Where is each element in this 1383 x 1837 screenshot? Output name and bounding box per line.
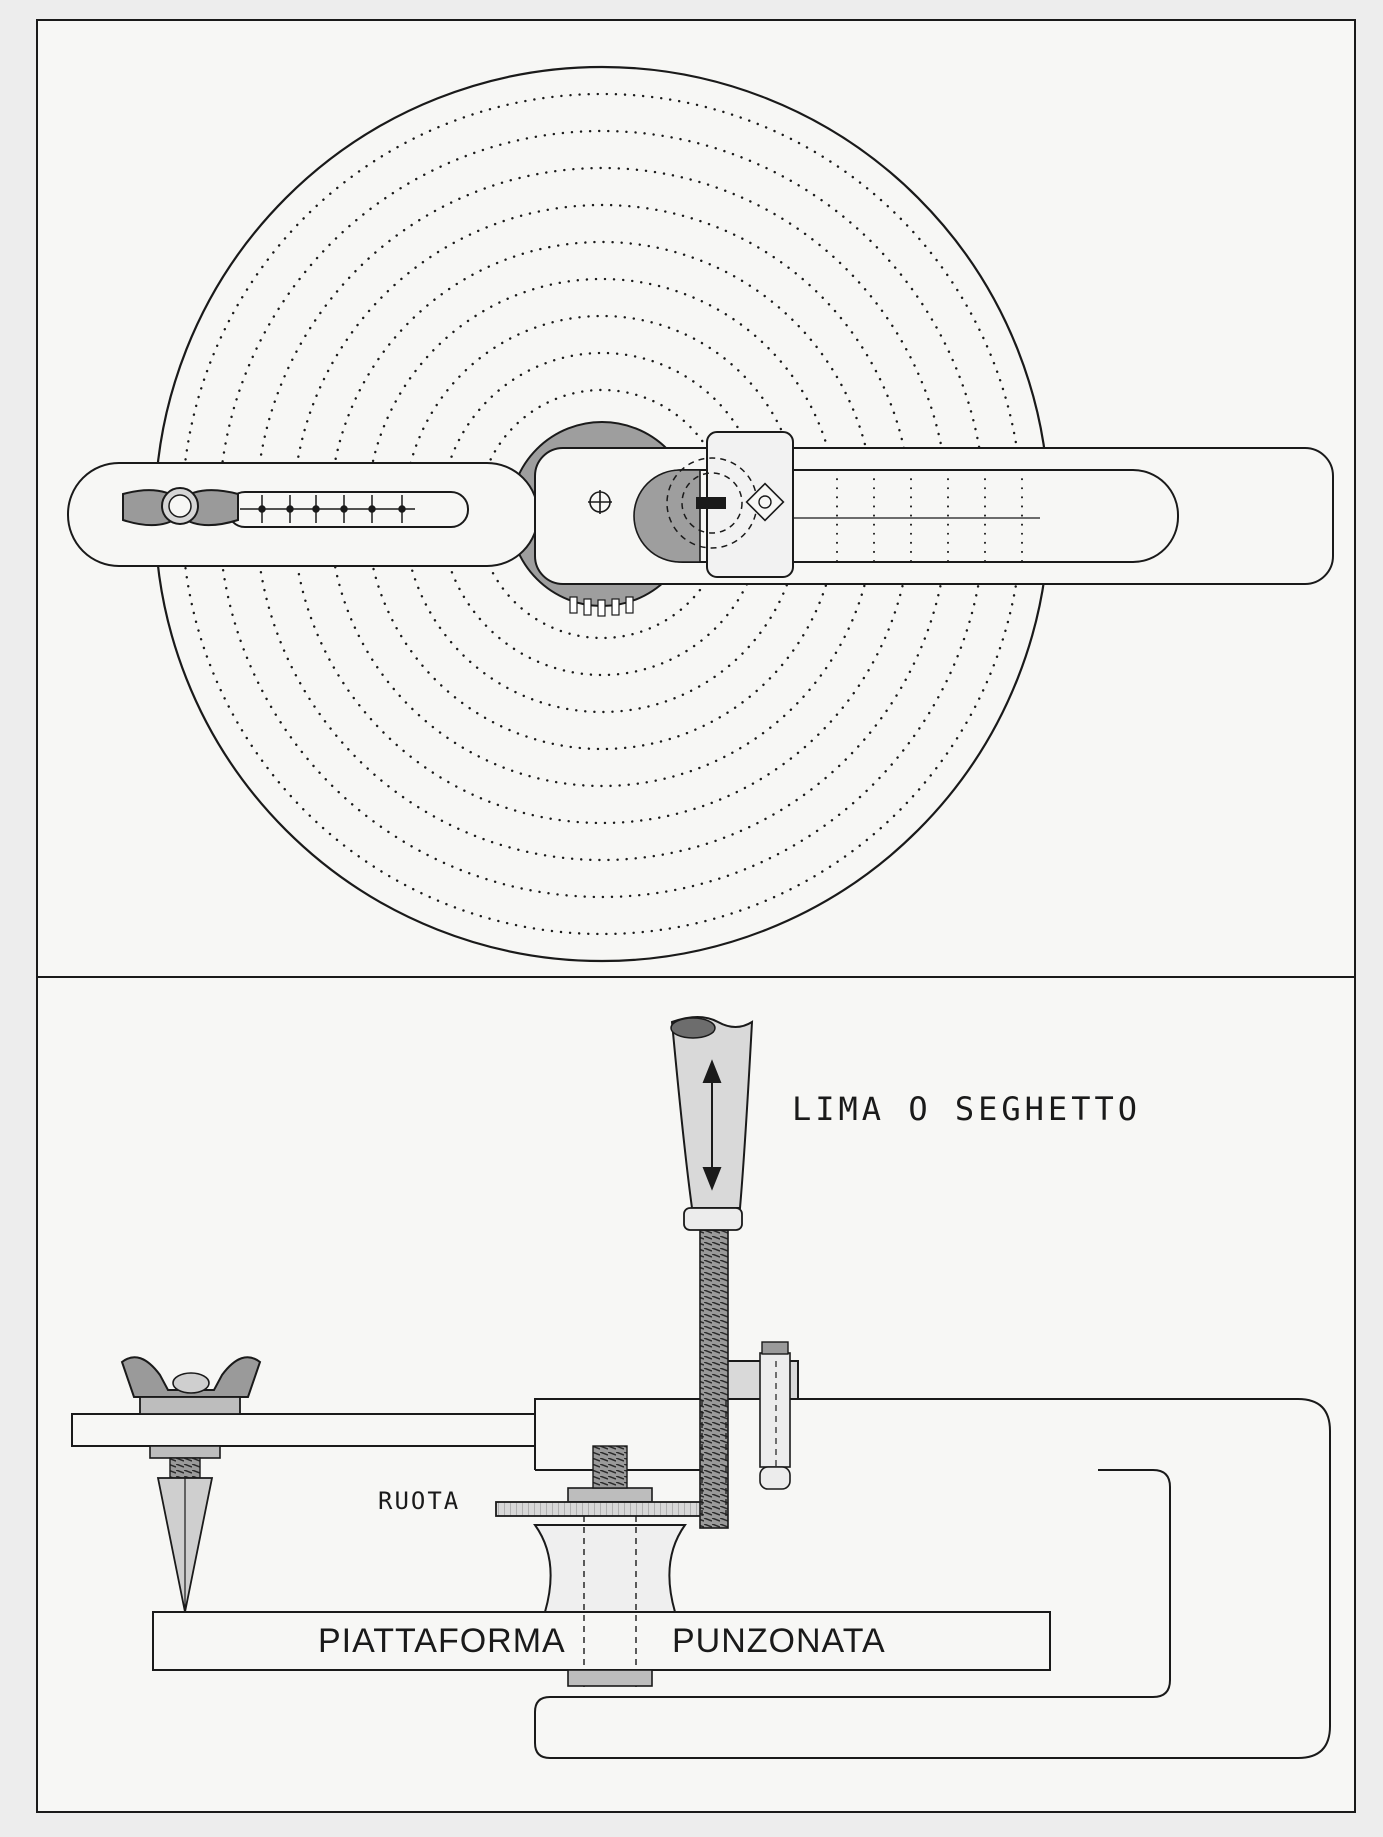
gear-wheel: [495, 1501, 709, 1517]
label-ruota: RUOTA: [378, 1487, 460, 1515]
top-view: [67, 65, 1334, 963]
c-frame: [534, 1398, 1331, 1759]
right-slot-ticks: [836, 469, 1023, 563]
file-holder-screw-bottom: [759, 1466, 791, 1490]
spindle-pillar: [533, 1524, 687, 1613]
punched-platform: [152, 1611, 1051, 1671]
up-down-arrow-icon: [702, 1059, 722, 1191]
pivot-crosshair-icon: [588, 490, 612, 514]
label-lima-o-seghetto: LIMA O SEGHETTO: [792, 1090, 1141, 1128]
file-blade-section: [696, 497, 726, 509]
carriage-clamp-icon: [745, 482, 785, 522]
file-holder-nut: [761, 1341, 789, 1355]
pointer-thread: [169, 1457, 201, 1479]
hub-teeth: [569, 596, 634, 617]
file-holder-post: [759, 1352, 791, 1468]
label-piattaforma: PIATTAFORMA: [318, 1622, 566, 1660]
label-punzonata: PUNZONATA: [672, 1622, 886, 1660]
spindle-collar: [567, 1487, 653, 1503]
file-rod-guides: [701, 1400, 727, 1520]
side-view: LIMA O SEGHETTO RUOTA PIATTAFORMA PUNZON…: [71, 1016, 1331, 1759]
pointer-nut: [149, 1445, 221, 1459]
file-thread-rod: [699, 1229, 729, 1529]
wing-nut-side-icon: [120, 1356, 262, 1415]
spindle-axis: [583, 1516, 637, 1688]
spindle-thread: [592, 1445, 628, 1489]
file-handle-top: [670, 1017, 716, 1039]
arm-frame-joint: [534, 1398, 550, 1414]
side-arm-bar: [71, 1413, 536, 1447]
wing-nut-top-icon: [122, 487, 239, 527]
bottom-nut: [567, 1669, 653, 1687]
file-ferrule: [683, 1207, 743, 1231]
left-slot-ticks: [258, 495, 406, 523]
